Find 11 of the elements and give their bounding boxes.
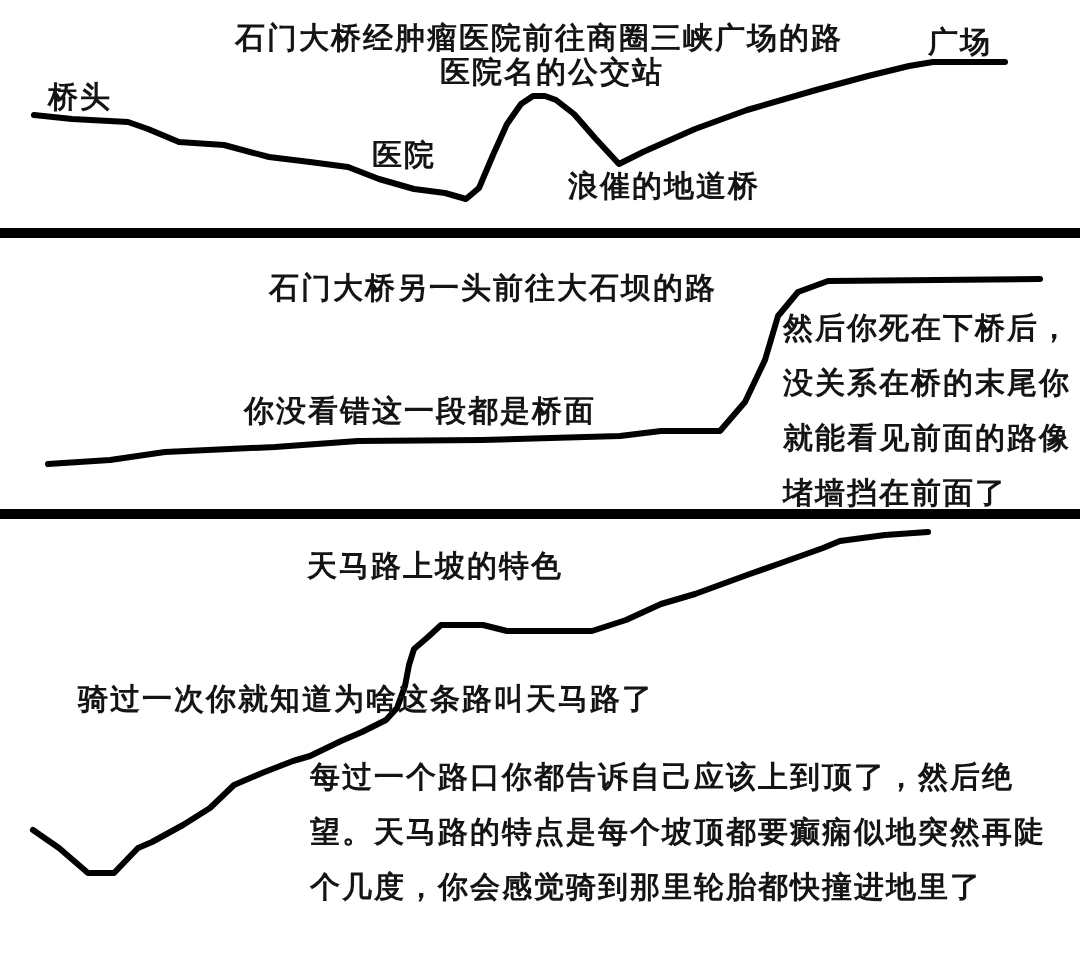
place-label: 医院 xyxy=(372,138,436,172)
annotation-text: 你没看错这一段都是桥面 xyxy=(244,394,596,428)
section-heading: 天马路上坡的特色 xyxy=(307,549,563,583)
section-heading: 石门大桥另一头前往大石坝的路 xyxy=(269,271,717,305)
place-label: 医院名的公交站 xyxy=(440,55,664,89)
annotation-text: 每过一个路口你都告诉自己应该上到顶了，然后绝望。天马路的特点是每个坡顶都要癫痫似地突然再陡个几度，你会感觉骑到那里轮胎都快撞进地里了 xyxy=(310,757,1047,906)
place-label: 广场 xyxy=(928,25,992,59)
place-label: 桥头 xyxy=(48,80,112,114)
annotation-text: 然后你死在下桥后，没关系在桥的末尾你就能看见前面的路像堵墙挡在前面了 xyxy=(783,308,1072,512)
place-label: 浪催的地道桥 xyxy=(568,169,760,203)
diagram-heading: 石门大桥经肿瘤医院前往商圈三峡广场的路 xyxy=(235,21,843,55)
